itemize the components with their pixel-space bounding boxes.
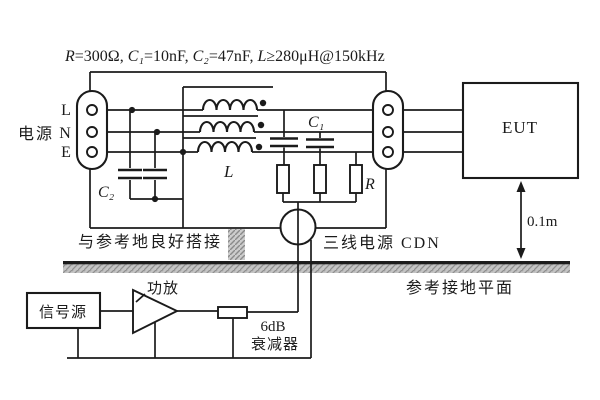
- mains-connector-left: [75, 89, 109, 171]
- amplifier-label: 功放: [147, 280, 179, 297]
- resistor-e: [349, 164, 363, 194]
- attenuator-value-label: 6dB: [260, 319, 285, 335]
- return-ground-wire: [67, 318, 311, 359]
- choke-winding-l: [201, 98, 259, 111]
- junction-dot: [151, 195, 159, 203]
- c1-label: C₁: [308, 114, 324, 131]
- resistor-label: R: [364, 176, 375, 193]
- parameter-formula: R=300Ω, C₁=10nF, C₂=47nF, L≥280μH@150kHz: [64, 48, 385, 65]
- attenuator-label: 衰减器: [251, 336, 299, 353]
- choke-core-lines: [182, 86, 273, 228]
- resistor-l: [276, 164, 290, 194]
- distance-label: 0.1m: [527, 214, 558, 230]
- choke-winding-n: [198, 120, 256, 133]
- reference-ground-plane-bar: [63, 261, 570, 273]
- polarity-dot-n: [257, 121, 265, 129]
- signal-source-label: 信号源: [39, 304, 87, 321]
- attenuator-resistor: [217, 306, 248, 319]
- ground-plane-label: 参考接地平面: [406, 279, 514, 297]
- resistor-n: [313, 164, 327, 194]
- injection-port-circle: [279, 208, 317, 246]
- c2-label: C₂: [98, 184, 115, 201]
- signal-source-box: [25, 291, 102, 330]
- capacitor-c1-right: [306, 132, 334, 165]
- capacitor-c2-right: [143, 132, 167, 199]
- terminal-label-n: N: [59, 125, 71, 142]
- choke-label: L: [223, 162, 233, 181]
- terminal-label-e: E: [61, 144, 71, 161]
- mains-connector-right: [371, 89, 405, 171]
- choke-winding-e: [196, 140, 254, 153]
- bonding-note: 与参考地良好搭接: [78, 233, 222, 251]
- eut-label: EUT: [502, 118, 538, 137]
- junction-dot: [128, 106, 136, 114]
- power-source-label: 电源: [18, 125, 54, 143]
- junction-dot: [153, 128, 161, 136]
- capacitor-c1-left: [270, 110, 298, 165]
- amplifier-leader-line: [135, 293, 146, 303]
- ground-bond-strap: [228, 229, 245, 260]
- capacitor-c2-left: [118, 110, 142, 199]
- distance-arrow-0-1m: [516, 181, 526, 259]
- terminal-label-l: L: [61, 102, 71, 119]
- polarity-dot-e: [255, 143, 263, 151]
- polarity-dot-l: [259, 99, 267, 107]
- junction-dot: [179, 148, 187, 156]
- cdn-label: 三线电源 CDN: [323, 234, 441, 252]
- resistor-common-bus: [282, 193, 357, 203]
- eut-box: [461, 81, 580, 180]
